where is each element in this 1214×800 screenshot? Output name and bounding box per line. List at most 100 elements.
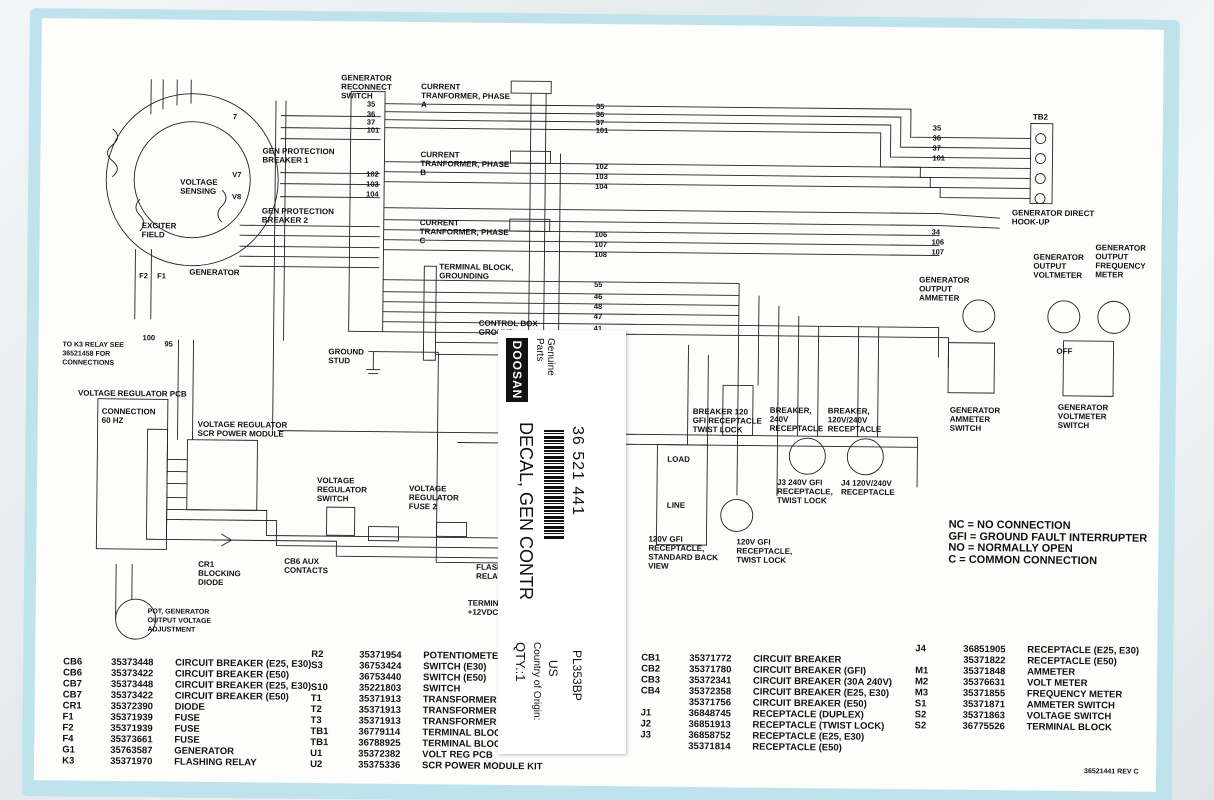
part-number: 35371772 xyxy=(689,652,732,665)
part-number: 36775526 xyxy=(962,720,1005,733)
part-number: 35371913 xyxy=(358,704,402,716)
part-ref: TB1 xyxy=(310,725,329,738)
vr-switch-label: VOLTAGE REGULATOR SWITCH xyxy=(316,476,367,504)
connection-60hz-label: CONNECTION 60 HZ xyxy=(101,406,156,426)
voltage-sensing-label: VOLTAGE SENSING xyxy=(180,177,218,196)
part-description: VOLT REG PCB xyxy=(422,749,493,761)
part-number: 35373448 xyxy=(111,656,154,669)
part-description: CIRCUIT BREAKER xyxy=(753,653,842,666)
breaker-240v-label: BREAKER, 240V RECEPTACLE xyxy=(769,405,824,434)
part-description: TERMINAL BLOCK xyxy=(422,738,508,751)
part-ref: F2 xyxy=(62,722,74,734)
part-ref: M2 xyxy=(914,676,929,688)
part-ref: CB1 xyxy=(641,652,661,664)
voltage-regulator-pcb-label: VOLTAGE REGULATOR PCB xyxy=(77,388,187,399)
wiring-lines xyxy=(95,79,1131,640)
cb6-aux-label: CB6 AUX CONTACTS xyxy=(284,556,329,576)
decal: 35 36 37 101 102 103 104 35 36 37 101 10… xyxy=(21,8,1180,800)
part-ref: T2 xyxy=(310,703,322,716)
part-description: TRANSFORMER xyxy=(422,705,497,717)
part-number: 35371970 xyxy=(110,755,153,768)
part-ref: CB7 xyxy=(62,689,82,701)
part-ref: CB2 xyxy=(641,663,661,675)
part-ref: CB6 xyxy=(63,656,83,668)
breaker-120-gfi-label: BREAKER 120 GFI RECEPTACLE TWIST LOCK xyxy=(692,406,762,435)
part-number: 35372341 xyxy=(688,674,732,687)
part-description: SWITCH xyxy=(422,683,461,695)
tb2-label: TB2 xyxy=(1032,112,1049,122)
part-ref xyxy=(641,704,689,705)
parts-label-card: DOOSAN Genuine Parts DECAL, GEN CONTR 36… xyxy=(498,330,626,754)
part-ref xyxy=(311,679,359,680)
part-description: FUSE xyxy=(174,723,200,735)
part-description: TERMINAL BLOCK xyxy=(1026,721,1112,734)
part-description: SCR POWER MODULE KIT xyxy=(422,760,543,773)
vr-fuse-label: VOLTAGE REGULATOR FUSE 2 xyxy=(408,483,459,512)
ct-phase-a-label: CURRENT TRANFORMER, PHASE A xyxy=(420,82,511,110)
part-ref: CR1 xyxy=(62,700,82,712)
label-origin-caption: Country of Origin: xyxy=(531,642,542,721)
part-number: 35375336 xyxy=(358,759,401,771)
blocking-diode-label: CR1 BLOCKING DIODE xyxy=(197,559,241,588)
part-ref: CB3 xyxy=(640,674,661,686)
part-description: VOLTAGE SWITCH xyxy=(1026,710,1112,723)
part-number: 35371822 xyxy=(963,654,1006,667)
generator-label: GENERATOR xyxy=(189,267,240,278)
part-description: FUSE xyxy=(174,712,200,724)
wiring-diagram-sheet: 35 36 37 101 102 103 104 35 36 37 101 10… xyxy=(33,18,1164,792)
part-number: 36779114 xyxy=(358,726,401,738)
gen-output-freq-label: GENERATOR OUTPUT FREQUENCY METER xyxy=(1095,243,1146,280)
part-ref: CB6 xyxy=(62,667,83,679)
exciter-field-label: EXCITER FIELD xyxy=(141,221,177,240)
part-ref: M1 xyxy=(915,665,929,677)
ground-stud-label: GROUND STUD xyxy=(328,347,365,366)
j2-label: 120V GFI RECEPTACLE, TWIST LOCK xyxy=(736,537,793,565)
part-number: 35371780 xyxy=(689,663,732,676)
part-number: 35373661 xyxy=(110,733,153,746)
part-description: FUSE xyxy=(174,734,200,746)
part-ref: S2 xyxy=(914,709,927,721)
barcode-icon xyxy=(544,430,564,540)
label-title: DECAL, GEN CONTR xyxy=(516,422,536,601)
part-description: VOLT METER xyxy=(1026,677,1088,690)
part-description: AMMETER xyxy=(1027,666,1076,678)
part-number: 35371848 xyxy=(963,665,1006,678)
part-number: 35371913 xyxy=(358,693,402,705)
part-ref: J2 xyxy=(640,718,652,730)
part-ref: K3 xyxy=(62,755,75,767)
part-description: TRANSFORMER xyxy=(422,694,497,706)
part-ref: T1 xyxy=(310,692,322,705)
breaker-120-240-label: BREAKER, 120V/240V RECEPTACLE xyxy=(827,406,882,434)
part-number: 35371939 xyxy=(110,722,153,735)
load-label: LOAD xyxy=(667,454,691,464)
ct-phase-b-label: CURRENT TRANFORMER, PHASE B xyxy=(420,150,510,178)
part-number: 35372390 xyxy=(110,700,154,713)
part-ref: J3 xyxy=(640,729,652,741)
part-number: 36753440 xyxy=(358,671,402,683)
part-description: TRANSFORMER xyxy=(422,716,497,728)
label-part-number: 36 521 441 xyxy=(569,426,586,517)
part-number: 35371954 xyxy=(359,649,402,661)
part-description: FLASHING RELAY xyxy=(174,756,257,769)
part-description: DIODE xyxy=(174,701,205,713)
part-ref: R2 xyxy=(311,648,324,661)
part-ref: CB7 xyxy=(62,678,82,690)
part-number: 35763587 xyxy=(110,744,153,757)
scr-power-module-label: VOLTAGE REGULATOR SCR POWER MODULE xyxy=(197,419,288,439)
gen-protection-2-label: GEN PROTECTION BREAKER 2 xyxy=(261,206,334,225)
gen-output-voltmeter-label: GENERATOR OUTPUT VOLTMETER xyxy=(1033,252,1084,281)
part-ref: T3 xyxy=(310,714,322,727)
j4-label: J4 120V/240V RECEPTACLE xyxy=(840,478,895,498)
part-description: POTENTIOMETER xyxy=(423,650,506,663)
part-number: 35221803 xyxy=(358,682,402,694)
part-number: 35372358 xyxy=(688,685,732,698)
label-content: DOOSAN Genuine Parts DECAL, GEN CONTR 36… xyxy=(498,330,626,754)
part-ref: S2 xyxy=(914,720,927,732)
document-number: 36521441 REV C xyxy=(1084,768,1139,776)
pot-generator-label: POT, GENERATOR OUTPUT VOLTAGE ADJUSTMENT xyxy=(147,608,212,634)
line-label: LINE xyxy=(666,500,686,510)
part-number: 35371863 xyxy=(962,709,1005,722)
